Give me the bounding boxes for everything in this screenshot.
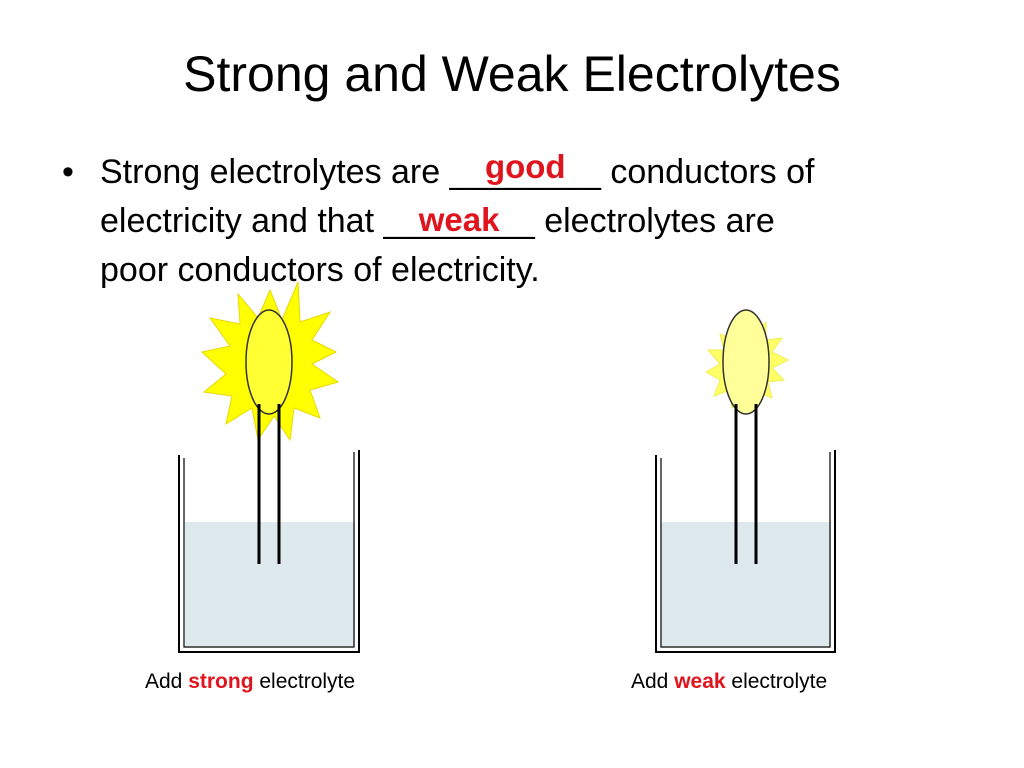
dim-light-bulb-icon [704, 309, 790, 415]
blank-1: ________good [450, 148, 601, 197]
caption-prefix: Add [631, 670, 675, 693]
strong-electrolyte-setup [178, 281, 360, 653]
blank-1-answer: good [484, 148, 566, 185]
caption-strong-electrolyte: Add strong electrolyte [145, 668, 355, 696]
caption-prefix: Add [145, 670, 189, 693]
beaker-outline-inner [660, 452, 831, 648]
bullet-line-1: Strong electrolytes are ________good con… [100, 148, 962, 197]
weak-solution [661, 522, 831, 646]
bullet-text: Strong electrolytes are ________good con… [100, 148, 962, 295]
beaker-outline-outer [178, 450, 360, 653]
bullet-line-2: electricity and that ________weak electr… [100, 197, 962, 246]
dim-bulb [722, 309, 770, 415]
beaker-outline-inner [183, 452, 355, 648]
caption-emphasis: weak [674, 670, 726, 693]
caption-suffix: electrolyte [725, 670, 828, 693]
bullet-marker: • [62, 153, 74, 191]
beaker-icon [178, 450, 360, 653]
strong-solution [185, 522, 355, 646]
blank-1-underscores: ________ [449, 153, 601, 191]
weak-electrolyte-setup [655, 309, 836, 653]
bright-light-bulb-icon [200, 281, 340, 442]
blank-2-answer: weak [418, 201, 500, 238]
line1-after: conductors of [600, 153, 815, 191]
beaker-outline-outer [655, 450, 836, 653]
blank-2-underscores: ________ [383, 202, 535, 240]
line2-after: electrolytes are [534, 202, 775, 240]
caption-weak-electrolyte: Add weak electrolyte [631, 668, 827, 696]
beaker-icon [655, 450, 836, 653]
caption-suffix: electrolyte [253, 670, 356, 693]
blank-2: ________weak [383, 197, 534, 246]
line1-before: Strong electrolytes are [100, 153, 450, 191]
line2-before: electricity and that [100, 202, 384, 240]
bullet-line-3: poor conductors of electricity. [100, 251, 540, 289]
caption-emphasis: strong [188, 670, 254, 693]
bright-bulb [245, 309, 293, 415]
slide-title: Strong and Weak Electrolytes [183, 46, 841, 102]
